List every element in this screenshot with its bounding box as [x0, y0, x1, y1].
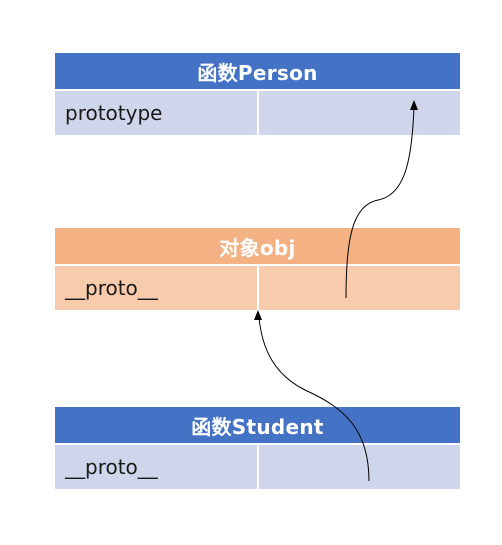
student-proto-value: [259, 445, 460, 489]
student-to-obj-arrowhead: [254, 310, 262, 320]
person-prototype-row: prototype: [55, 91, 460, 135]
obj-proto-label: __proto__: [55, 266, 257, 310]
obj-object-box: 对象obj __proto__: [55, 228, 460, 310]
student-proto-row: __proto__: [55, 445, 460, 489]
student-function-box: 函数Student __proto__: [55, 407, 460, 489]
person-function-box: 函数Person prototype: [55, 53, 460, 135]
obj-proto-row: __proto__: [55, 266, 460, 310]
student-proto-label: __proto__: [55, 445, 257, 489]
person-prototype-value: [259, 91, 460, 135]
student-box-title: 函数Student: [55, 407, 460, 443]
obj-box-title: 对象obj: [55, 228, 460, 264]
person-box-title: 函数Person: [55, 53, 460, 89]
obj-proto-value: [259, 266, 460, 310]
person-prototype-label: prototype: [55, 91, 257, 135]
